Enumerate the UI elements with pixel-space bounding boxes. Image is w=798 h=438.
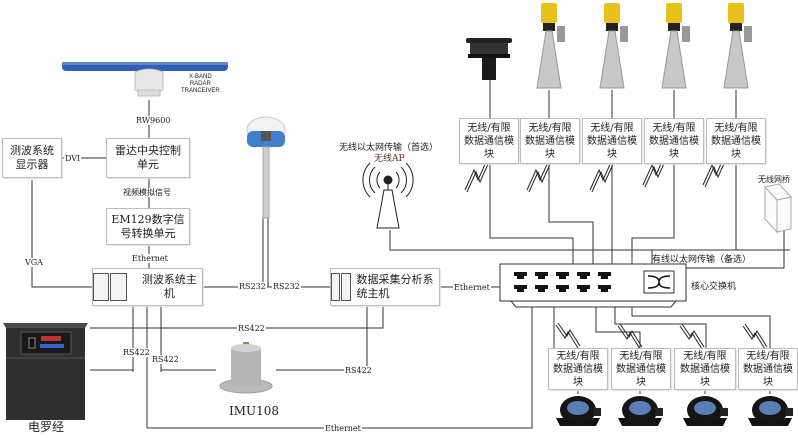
link-label-rs422-c: RS422 [151,355,180,364]
wireless-bolt-icons [464,154,768,350]
module-text: 块 [636,376,646,388]
module-text: 数据通信模 [553,363,603,375]
link-label-rs422-a: RS422 [237,324,266,333]
gps-antenna-icon [246,116,286,219]
core-switch-icon [499,263,687,308]
wave-host-label: 测波系统主机 [141,273,197,300]
wireless-bridge-label: 无线网桥 [758,175,790,184]
module-text: 块 [700,376,710,388]
module-text: 块 [484,148,494,160]
module-text: 数据通信模 [680,363,730,375]
radar-central-control-box[interactable]: 雷达中央控制单元 [106,138,190,178]
server-icon [93,273,127,301]
module-text: 数据通信模 [649,135,699,147]
server-icon [331,273,351,301]
module-text: 块 [731,148,741,160]
radar-caption-line: TRANCEIVER [181,88,220,94]
radar-antenna-caption: X-BAND RADAR TRANCEIVER [180,74,221,95]
link-label-rw9600: RW9600 [135,116,172,125]
module-text: 块 [607,148,617,160]
module-text: 块 [669,148,679,160]
comm-module-bottom-1[interactable]: 无线/有限数据通信模块 [548,348,608,390]
inclinometer-icons [556,396,793,426]
module-text: 数据通信模 [711,135,761,147]
wave-display-box[interactable]: 测波系统显示器 [2,138,62,178]
link-label-vga: VGA [24,258,44,267]
radar-antenna-icon [62,62,228,97]
comm-module-top-3[interactable]: 无线/有限数据通信模块 [582,118,642,164]
comm-module-bottom-3[interactable]: 无线/有限数据通信模块 [674,348,736,390]
data-acquisition-host-box[interactable]: 数据采集分析系统主机 [330,268,440,306]
module-text: 数据通信模 [464,135,514,147]
comm-module-top-4[interactable]: 无线/有限数据通信模块 [644,118,704,164]
radar-caption-line: RADAR [189,81,211,87]
gyrocompass-icon [3,323,88,420]
module-text: 数据通信模 [587,135,637,147]
module-text: 数据通信模 [525,135,575,147]
comm-module-top-1[interactable]: 无线/有限数据通信模块 [459,118,519,164]
module-text: 块 [763,376,773,388]
anemometer-icon [466,38,512,80]
wave-system-host-box[interactable]: 测波系统主机 [92,268,203,306]
radar-level-gauge-icons [536,3,752,89]
link-label-rs422-b: RS422 [122,348,151,357]
em129-converter-box[interactable]: EM129数字信号转换单元 [106,208,190,245]
link-label-rs422-d: RS422 [344,366,373,375]
module-text: 无线/有限 [590,122,634,134]
module-text: 块 [573,376,583,388]
link-label-rs232-a: RS232 [238,282,267,291]
link-label-rs232-b: RS232 [272,282,301,291]
radar-caption-line: X-BAND [189,74,212,80]
gyrocompass-label: 电罗经 [28,420,65,434]
link-label-ethernet-bottom: Ethernet [324,424,362,433]
comm-module-top-2[interactable]: 无线/有限数据通信模块 [520,118,580,164]
comm-module-top-5[interactable]: 无线/有限数据通信模块 [706,118,766,164]
module-text: 无线/有限 [652,122,696,134]
wireless-bridge-icon [764,183,792,234]
module-text: 无线/有限 [683,350,727,362]
link-label-video: 视频模拟信号 [122,188,172,197]
link-label-dvi: DVI [64,154,82,163]
module-text: 无线/有限 [619,350,663,362]
wired-ethernet-backup-label: 有线以太网传输（备选） [652,255,752,265]
wireless-ap-label: 无线AP [374,154,405,164]
data-host-label: 数据采集分析系统主机 [356,273,434,300]
module-text: 无线/有限 [528,122,572,134]
module-text: 无线/有限 [556,350,600,362]
imu-label: IMU108 [229,404,280,418]
imu-icon [219,342,273,394]
module-text: 数据通信模 [743,363,793,375]
link-label-ethernet-em129: Ethernet [131,254,169,263]
module-text: 数据通信模 [616,363,666,375]
comm-module-bottom-4[interactable]: 无线/有限数据通信模块 [738,348,798,390]
link-label-ethernet-switch: Ethernet [453,283,491,292]
module-text: 无线/有限 [467,122,511,134]
comm-module-bottom-2[interactable]: 无线/有限数据通信模块 [611,348,671,390]
core-switch-label: 核心交换机 [691,282,737,292]
wireless-ethernet-primary-label: 无线以太网传输（首选） [339,143,439,153]
module-text: 无线/有限 [746,350,790,362]
wireless-ap-icon [362,162,414,229]
module-text: 块 [545,148,555,160]
module-text: 无线/有限 [714,122,758,134]
